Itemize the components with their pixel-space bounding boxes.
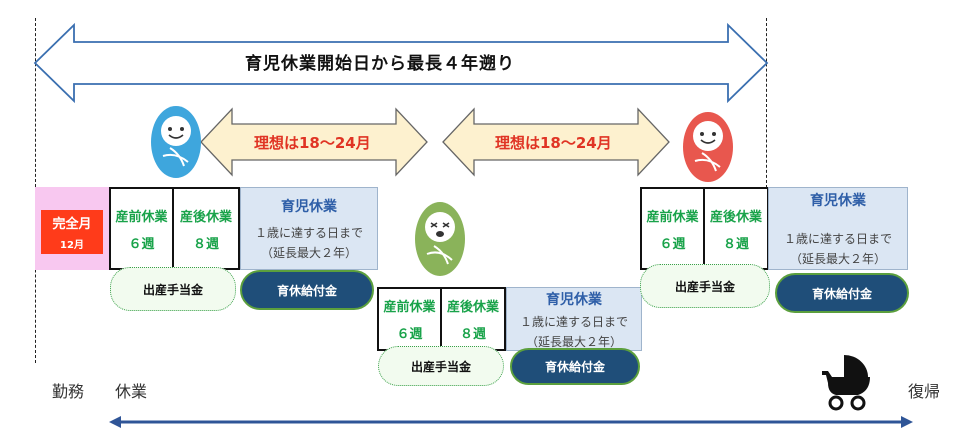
ideal-interval-arrow-2: [442, 107, 670, 177]
childcare-leave-2: 育児休業 １歳に達する日まで （延長最大２年）: [506, 287, 642, 351]
prenatal-leave-3: 産前休業 ６週: [640, 187, 705, 270]
postnatal-leave-3: 産後休業 ８週: [703, 187, 769, 270]
childcare-leave-3: 育児休業 １歳に達する日まで （延長最大２年）: [768, 187, 908, 270]
childcare-benefit-1: 育休給付金: [240, 270, 374, 310]
crying-baby-icon: [415, 202, 465, 276]
maternity-allowance-1: 出産手当金: [110, 267, 236, 311]
leave-timeline-arrow: [109, 416, 913, 428]
postnatal-leave-1: 産後休業 ８週: [172, 187, 240, 270]
four-year-range-label: 育児休業開始日から最長４年遡り: [245, 54, 515, 74]
maternity-allowance-3: 出産手当金: [640, 264, 770, 308]
maternity-allowance-2: 出産手当金: [378, 346, 504, 386]
end-boundary-line: [766, 18, 767, 188]
leave-label: 休業: [115, 382, 148, 401]
return-label: 復帰: [908, 382, 941, 401]
prenatal-leave-2: 産前休業 ６週: [377, 287, 442, 351]
baby-icon: [151, 106, 201, 178]
childcare-benefit-2: 育休給付金: [510, 348, 640, 385]
ideal-interval-arrow-1: [200, 107, 428, 177]
full-month-sub: 12月: [60, 240, 84, 251]
full-month-badge: 完全月 12月: [41, 210, 103, 254]
stroller-icon: [822, 355, 870, 411]
postnatal-leave-2: 産後休業 ８週: [440, 287, 506, 351]
baby-icon: [683, 112, 733, 182]
ideal-interval-label-1: 理想は18～24月: [254, 134, 371, 152]
work-label: 勤務: [52, 382, 85, 401]
ideal-interval-label-2: 理想は18～24月: [495, 134, 612, 152]
childcare-leave-1: 育児休業 １歳に達する日まで （延長最大２年）: [240, 187, 378, 270]
prenatal-leave-1: 産前休業 ６週: [109, 187, 174, 270]
childcare-benefit-3: 育休給付金: [775, 273, 909, 313]
four-year-range-arrow: [33, 22, 769, 104]
full-month-title: 完全月: [52, 217, 92, 232]
